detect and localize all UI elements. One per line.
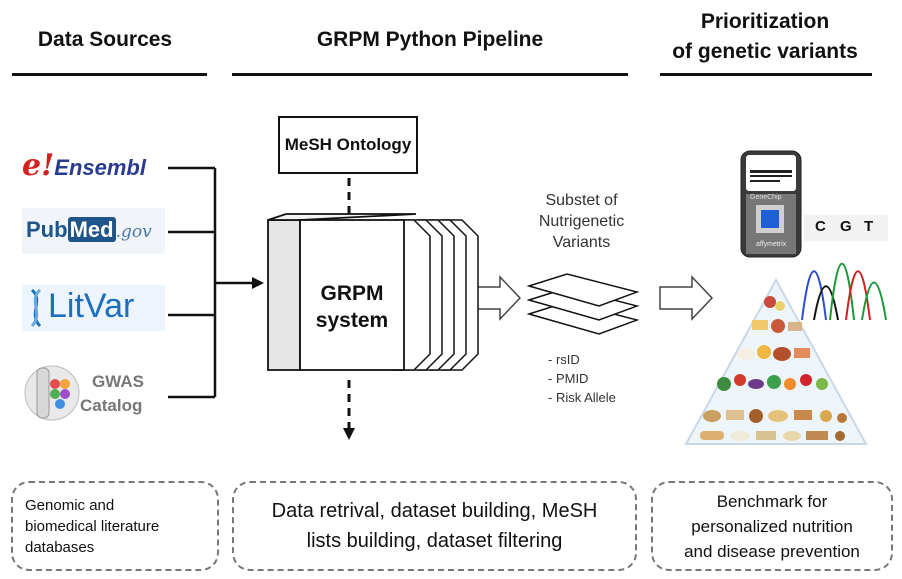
gwas-line2: Catalog — [80, 396, 143, 415]
gwas-line1: GWAS — [92, 372, 144, 391]
subset-list: - rsID - PMID - Risk Allele — [548, 350, 616, 407]
grpm-system-stack — [267, 213, 479, 371]
hollow-arrow-2 — [659, 275, 714, 321]
ensembl-e-icon: e! — [22, 148, 55, 183]
genechip-icon — [740, 150, 802, 258]
arrow-to-system — [252, 277, 264, 289]
ensembl-logo[interactable]: e!Ensembl — [22, 148, 167, 188]
base-c: C — [815, 218, 826, 235]
subset-title-line2: Nutrigenetic — [538, 213, 625, 230]
header-sources-word: Sources — [83, 28, 173, 51]
base-t: T — [864, 218, 874, 235]
litvar-logo[interactable]: LitVar — [22, 285, 165, 331]
prioritization-desc-line2: personalized nutrition — [691, 516, 853, 536]
dna-icon — [30, 288, 42, 328]
pipeline-description-box: Data retrival, dataset building, MeSH li… — [232, 481, 637, 571]
subset-item-risk-allele: - Risk Allele — [548, 390, 616, 405]
gwas-logo[interactable]: GWAS Catalog — [22, 362, 167, 424]
grpm-label-line1: GRPM — [320, 282, 384, 305]
arrow-down — [343, 428, 355, 440]
subset-layers-icon — [527, 273, 640, 335]
header-data-word: Data — [37, 28, 84, 51]
subset-item-pmid: - PMID — [548, 371, 589, 386]
grpm-label-line2: system — [315, 309, 389, 332]
prioritization-desc-line3: and disease prevention — [684, 541, 860, 561]
subset-title-line3: Variants — [552, 234, 611, 251]
mesh-ontology-label: MeSH Ontology — [284, 135, 412, 154]
header-rule-1 — [12, 73, 207, 76]
sources-desc-line1: Genomic and — [25, 496, 115, 514]
gwas-icon — [24, 365, 80, 421]
food-pyramid-icon — [684, 277, 868, 445]
prioritization-desc-line1: Benchmark for — [716, 491, 828, 511]
pubmed-med: Med — [67, 217, 116, 242]
header-prioritization-line2: of genetic variants — [672, 40, 858, 63]
mesh-ontology-box: MeSH Ontology — [278, 116, 418, 174]
prioritization-description-box: Benchmark for personalized nutrition and… — [651, 481, 893, 571]
header-prioritization-line1: Prioritization — [700, 10, 830, 33]
litvar-name: LitVar — [48, 287, 135, 325]
header-data-sources: Data Sources — [10, 28, 200, 52]
subset-title-line1: Substet of — [545, 192, 618, 209]
pipeline-desc-line2: lists building, dataset filtering — [306, 530, 563, 552]
sources-desc-line2: biomedical literature — [25, 517, 160, 535]
base-g: G — [840, 218, 852, 235]
header-rule-2 — [232, 73, 628, 76]
subset-item-rsid: - rsID — [548, 352, 580, 367]
pubmed-logo[interactable]: PubMed.gov — [22, 208, 165, 254]
sources-description-box: Genomic and biomedical literature databa… — [11, 481, 219, 571]
grpm-system-label: GRPM system — [300, 280, 404, 334]
ensembl-name: Ensembl — [54, 155, 146, 180]
pubmed-gov: .gov — [115, 222, 152, 242]
header-rule-3 — [660, 73, 872, 76]
pipeline-desc-line1: Data retrival, dataset building, MeSH — [271, 500, 598, 522]
genechip-label: GeneChip — [750, 194, 782, 201]
header-pipeline: GRPM Python Pipeline — [316, 28, 544, 51]
genechip-brand: affymetrix — [756, 241, 787, 248]
chromatogram-icon — [801, 215, 888, 321]
sources-desc-line3: databases — [25, 538, 95, 556]
subset-title: Substet of Nutrigenetic Variants — [524, 190, 639, 253]
pubmed-pub: Pub — [26, 217, 68, 242]
